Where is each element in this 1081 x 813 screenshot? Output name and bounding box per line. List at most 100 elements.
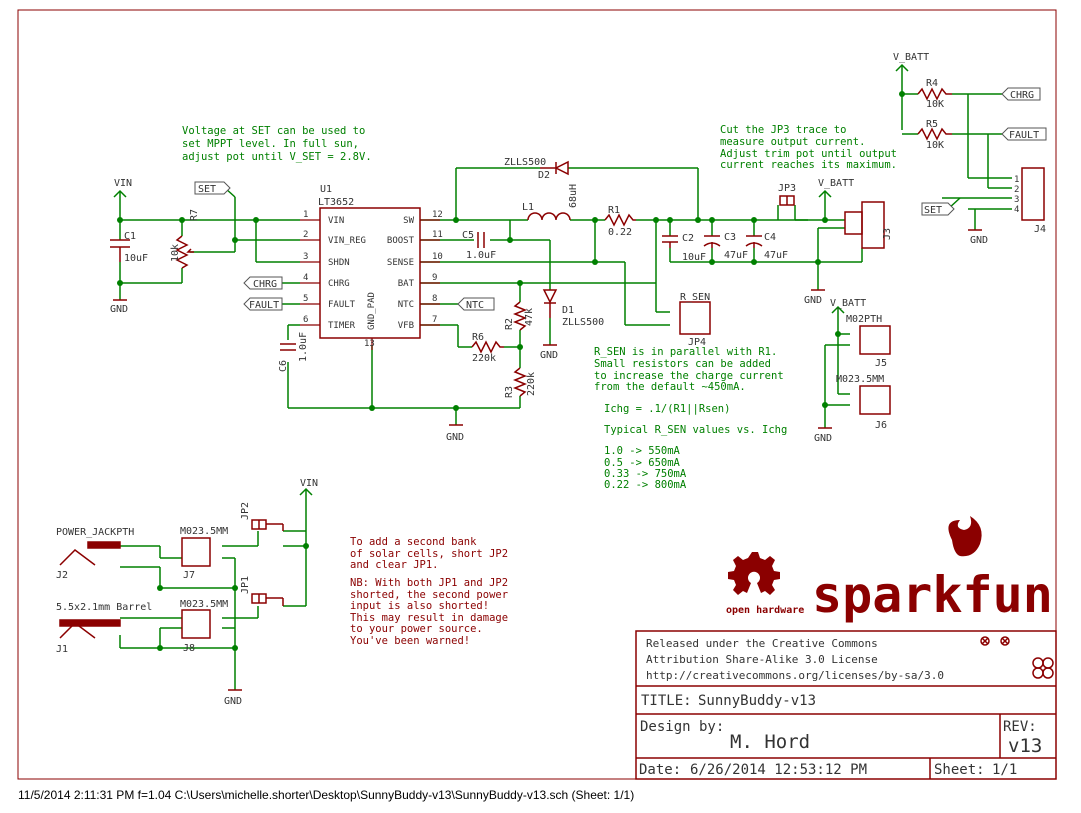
u1-pin-name: FAULT xyxy=(328,300,356,310)
j8-name: J8 xyxy=(183,643,195,654)
r5-name: R5 xyxy=(926,119,938,130)
note-line: Voltage at SET can be used to xyxy=(182,125,365,137)
u1-pin-num: 1 xyxy=(303,210,308,220)
gnd-label: GND xyxy=(110,304,128,315)
j4-name: J4 xyxy=(1034,224,1046,235)
note-line: to your power source. xyxy=(350,623,483,635)
ntc-flag-label: NTC xyxy=(466,300,484,311)
rsen-table-row: 0.5 -> 650mA xyxy=(604,457,681,469)
j4-pin-num: 2 xyxy=(1014,185,1019,195)
u1-pin-num: 8 xyxy=(432,294,437,304)
j8-header: M023.5MM xyxy=(180,599,228,610)
d2-value: ZLLS500 xyxy=(504,157,546,168)
u1-pin-num: 5 xyxy=(303,294,308,304)
note-line: R_SEN is in parallel with R1. xyxy=(594,346,777,358)
u1-pin-name: NTC xyxy=(398,300,414,310)
gnd-label: GND xyxy=(446,432,464,443)
r3-name: R3 xyxy=(504,386,515,398)
u1-pin-num: 10 xyxy=(432,252,443,262)
r2-value: 47k xyxy=(524,308,535,326)
j5-header: M02PTH xyxy=(846,314,882,325)
u1-pin-name: SENSE xyxy=(387,258,414,268)
date-label: Date: xyxy=(639,762,681,778)
u1-pin-num: 13 xyxy=(364,339,375,349)
vbatt-label: V_BATT xyxy=(830,298,866,309)
oshw-text: open hardware xyxy=(726,605,804,616)
jp1-name: JP1 xyxy=(240,576,251,594)
j2-name: J2 xyxy=(56,570,68,581)
gnd-label: GND xyxy=(224,696,242,707)
u1-pin-name: CHRG xyxy=(328,279,350,289)
note-line: input is also shorted! xyxy=(350,600,489,612)
j6-name: J6 xyxy=(875,420,887,431)
license-line: http://creativecommons.org/licenses/by-s… xyxy=(646,669,944,682)
c2-name: C2 xyxy=(682,233,694,244)
u1-pin-name: VFB xyxy=(398,321,414,331)
note-line: Adjust trim pot until output xyxy=(720,148,897,160)
note-mppt: Voltage at SET can be used to set MPPT l… xyxy=(182,125,372,163)
fault-flag-label: FAULT xyxy=(249,300,279,311)
vbatt-label: V_BATT xyxy=(893,52,929,63)
u1-part: LT3652 xyxy=(318,197,354,208)
u1-pin-num: 7 xyxy=(432,315,437,325)
cc-icons xyxy=(980,636,1054,679)
designer-name: M. Hord xyxy=(730,731,810,753)
note-line: Small resistors can be added xyxy=(594,358,771,370)
components xyxy=(110,87,952,606)
ground-symbols xyxy=(113,229,982,691)
c1-name: C1 xyxy=(124,231,136,242)
set-flag-label: SET xyxy=(924,205,942,216)
u1-pin-num: 2 xyxy=(303,230,308,240)
c1-value: 10uF xyxy=(124,253,148,264)
u1-pin-num: 6 xyxy=(303,315,308,325)
vin-label: VIN xyxy=(114,178,132,189)
d1-name: D1 xyxy=(562,305,574,316)
u1-pin-name: SHDN xyxy=(328,258,350,268)
note-line: shorted, the second power xyxy=(350,589,508,601)
jp2-name: JP2 xyxy=(240,502,251,520)
vbatt-label: V_BATT xyxy=(818,178,854,189)
gnd-label: GND xyxy=(814,433,832,444)
r1-name: R1 xyxy=(608,205,620,216)
u1-pin-name: TIMER xyxy=(328,321,356,331)
u1-pin-num: 3 xyxy=(303,252,308,262)
note-line: adjust pot until V_SET = 2.8V. xyxy=(182,151,372,163)
c3-value: 47uF xyxy=(724,250,748,261)
c3-name: C3 xyxy=(724,232,736,243)
sparkfun-text: sparkfun xyxy=(812,566,1053,624)
design-label: Design by: xyxy=(640,719,724,735)
r7-name: R7 xyxy=(189,209,200,221)
j4-pin-num: 4 xyxy=(1014,205,1019,215)
c6-name: C6 xyxy=(278,360,289,372)
r1-value: 0.22 xyxy=(608,227,632,238)
note-rsen: R_SEN is in parallel with R1. Small resi… xyxy=(594,346,787,491)
note-line: Cut the JP3 trace to xyxy=(720,124,846,136)
license-line: Attribution Share-Alike 3.0 License xyxy=(646,653,878,666)
u1-pin-name: VIN xyxy=(328,216,344,226)
c2-value: 10uF xyxy=(682,252,706,263)
c5-name: C5 xyxy=(462,230,474,241)
l1-value: 68uH xyxy=(568,184,579,208)
gnd-label: GND xyxy=(804,295,822,306)
note-line: NB: With both JP1 and JP2 xyxy=(350,577,508,589)
u1-pin-name: BAT xyxy=(398,279,415,289)
rsen-table-title: Typical R_SEN values vs. Ichg xyxy=(604,424,787,436)
j1-header: 5.5x2.1mm Barrel xyxy=(56,602,152,613)
u1-pin-num: 11 xyxy=(432,230,443,240)
note-line: You've been warned! xyxy=(350,635,470,647)
note-line: of solar cells, short JP2 xyxy=(350,548,508,560)
note-line: to increase the charge current xyxy=(594,370,784,382)
jp4-name: JP4 xyxy=(688,337,706,348)
j6-header: M023.5MM xyxy=(836,374,884,385)
r3-value: 220k xyxy=(526,372,537,396)
u1-pin-num: 9 xyxy=(432,273,437,283)
note-line: set MPPT level. In full sun, xyxy=(182,138,359,150)
c4-value: 47uF xyxy=(764,250,788,261)
u1-pin-num: 4 xyxy=(303,273,308,283)
u1-pin-name: GND_PAD xyxy=(367,292,377,330)
r6-name: R6 xyxy=(472,332,484,343)
fault-flag-label: FAULT xyxy=(1009,130,1039,141)
set-flag-label: SET xyxy=(198,184,216,195)
l1-name: L1 xyxy=(522,202,534,213)
